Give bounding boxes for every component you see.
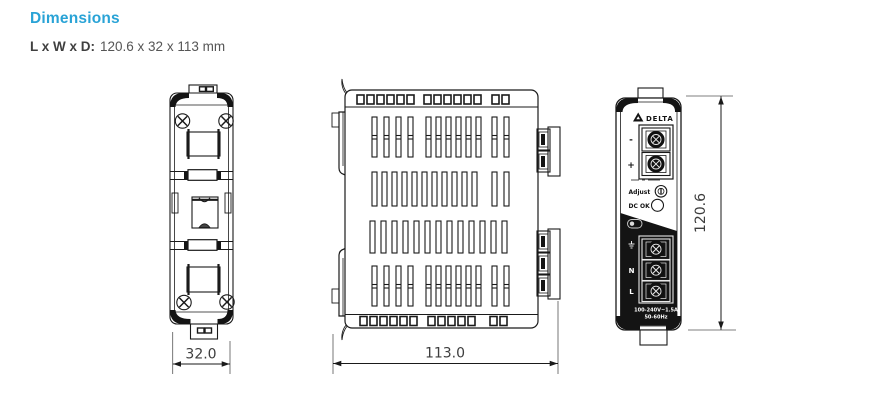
rear-view bbox=[169, 84, 235, 340]
side-notch-left bbox=[171, 192, 179, 214]
rear-dimension-label: 32.0 bbox=[185, 347, 216, 363]
dimension-depth-113: 113.0 bbox=[332, 301, 559, 374]
input-neutral-label: N bbox=[629, 267, 635, 275]
earth-ground-icon bbox=[628, 241, 635, 249]
slider-band-lower bbox=[170, 239, 233, 251]
front-view: DELTA - + Adjust DC OK bbox=[615, 87, 682, 346]
rear-top-right-cap bbox=[217, 93, 233, 107]
din-latch-cutout bbox=[191, 196, 219, 229]
dimensions-header: Dimensions L x W x D: 120.6 x 32 x 113 mm bbox=[30, 10, 225, 54]
rear-cutout-top bbox=[186, 129, 221, 159]
front-bottom-right-cap bbox=[666, 316, 681, 330]
input-terminal-block bbox=[638, 235, 674, 304]
terminal-screw-icon bbox=[647, 155, 665, 173]
side-dimension-label: 113.0 bbox=[425, 346, 465, 362]
dc-ok-label: DC OK bbox=[629, 203, 651, 210]
rear-bottom-left-cap bbox=[170, 310, 191, 324]
input-line-label: L bbox=[629, 288, 634, 296]
side-view bbox=[331, 78, 561, 341]
side-body bbox=[344, 89, 539, 329]
front-dimension-label: 120.6 bbox=[693, 193, 709, 233]
spec-label: L x W x D: bbox=[30, 39, 96, 54]
front-top-right-cap bbox=[663, 98, 681, 112]
output-terminal-block bbox=[638, 124, 674, 180]
section-title: Dimensions bbox=[30, 10, 120, 27]
side-notch-right bbox=[224, 192, 232, 214]
terminal-screw-icon bbox=[647, 261, 665, 279]
rear-cutout-bottom bbox=[186, 264, 221, 295]
brand-label: DELTA bbox=[646, 115, 674, 123]
output-minus-label: - bbox=[629, 136, 633, 146]
front-top-tab bbox=[637, 87, 664, 99]
front-top-left-cap bbox=[616, 98, 638, 112]
spec-value: 120.6 x 32 x 113 mm bbox=[100, 39, 226, 54]
din-tab-bottom bbox=[189, 323, 219, 340]
adjust-label: Adjust bbox=[629, 189, 651, 196]
dc-ok-led: DC OK bbox=[629, 198, 665, 212]
terminal-screw-icon bbox=[647, 282, 665, 300]
terminal-block-lower-side bbox=[536, 228, 561, 300]
dip-connector bbox=[627, 219, 643, 229]
slider-band-upper bbox=[170, 169, 233, 181]
adjust-potentiometer: Adjust bbox=[629, 184, 668, 198]
front-bottom-left-cap bbox=[616, 316, 640, 330]
delta-logo: DELTA bbox=[633, 112, 674, 123]
terminal-screw-icon bbox=[647, 240, 665, 258]
spec-line: L x W x D: 120.6 x 32 x 113 mm bbox=[30, 39, 225, 54]
rear-top-left-cap bbox=[170, 93, 189, 107]
input-rating-line1: 100-240V~1.5A bbox=[634, 308, 678, 314]
terminal-screw-icon bbox=[647, 130, 665, 149]
rear-bottom-right-cap bbox=[217, 310, 233, 324]
terminal-block-upper-side bbox=[536, 126, 561, 177]
dimension-width-32: 32.0 bbox=[172, 332, 231, 374]
front-bottom-tab bbox=[639, 329, 668, 346]
dimension-height-120: 120.6 bbox=[686, 95, 736, 331]
input-rating-line2: 50-60Hz bbox=[644, 315, 667, 321]
output-plus-label: + bbox=[627, 161, 635, 171]
